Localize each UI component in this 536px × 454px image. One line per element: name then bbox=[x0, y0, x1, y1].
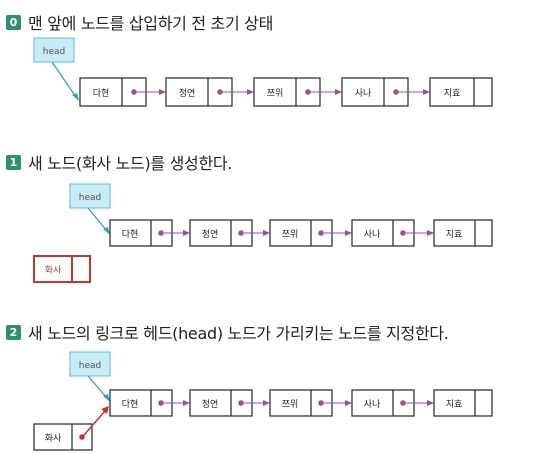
step-1-badge: 1 bbox=[6, 154, 21, 170]
step-0-header: 0 맨 앞에 노드를 삽입하기 전 초기 상태 bbox=[6, 10, 273, 34]
new-node-label: 화사 bbox=[45, 433, 62, 444]
node-0-label: 다현 bbox=[122, 229, 139, 240]
link-1 bbox=[244, 400, 270, 406]
node-0-label: 다현 bbox=[122, 399, 139, 410]
new-node-link bbox=[83, 406, 109, 436]
node-2: 쯔위 bbox=[269, 219, 333, 247]
node-2-label: 쯔위 bbox=[267, 88, 284, 99]
node-1-label: 정연 bbox=[202, 229, 219, 240]
head-pointer: head bbox=[33, 37, 79, 101]
node-4-label: 지효 bbox=[444, 88, 461, 99]
node-3: 사나 bbox=[351, 219, 415, 247]
link-0 bbox=[164, 400, 190, 406]
link-3 bbox=[406, 230, 434, 236]
step-1-header: 1 새 노드(화사 노드)를 생성한다. bbox=[6, 150, 232, 174]
node-0: 다현 bbox=[79, 77, 147, 107]
node-1-label: 정연 bbox=[179, 88, 196, 99]
new-node-label: 화사 bbox=[45, 265, 62, 276]
head-label: head bbox=[43, 47, 65, 57]
link-2 bbox=[324, 400, 352, 406]
step-1-diagram: head 다현 정연 쯔위 사나 bbox=[33, 183, 493, 283]
node-3-label: 사나 bbox=[355, 88, 372, 99]
step-2-header: 2 새 노드의 링크로 헤드(head) 노드가 가리키는 노드를 지정한다. bbox=[6, 320, 449, 344]
head-label: head bbox=[79, 361, 101, 371]
node-4: 지효 bbox=[429, 77, 493, 107]
link-1 bbox=[223, 89, 254, 95]
node-2: 쯔위 bbox=[253, 77, 321, 107]
head-pointer: head bbox=[69, 351, 111, 402]
step-2-title: 새 노드의 링크로 헤드(head) 노드가 가리키는 노드를 지정한다. bbox=[28, 324, 449, 343]
node-1: 정연 bbox=[189, 389, 253, 417]
node-4-label: 지효 bbox=[446, 399, 463, 410]
node-3-label: 사나 bbox=[364, 399, 381, 410]
step-2: 2 새 노드의 링크로 헤드(head) 노드가 가리키는 노드를 지정한다. … bbox=[0, 316, 536, 454]
node-2-label: 쯔위 bbox=[282, 399, 299, 410]
node-1-label: 정연 bbox=[202, 399, 219, 410]
node-4: 지효 bbox=[433, 389, 493, 417]
step-1: 1 새 노드(화사 노드)를 생성한다. head 다현 정연 쯔위 bbox=[0, 146, 536, 296]
node-4: 지효 bbox=[433, 219, 493, 247]
link-0 bbox=[137, 89, 166, 95]
node-3: 사나 bbox=[341, 77, 409, 107]
node-0: 다현 bbox=[109, 219, 173, 247]
step-0-diagram: head 다현 정연 쯔위 사나 bbox=[33, 37, 493, 107]
new-node: 화사 bbox=[33, 423, 93, 451]
step-2-diagram: head 다현 정연 쯔위 사나 bbox=[33, 351, 493, 451]
step-2-badge: 2 bbox=[6, 324, 21, 340]
link-1 bbox=[244, 230, 270, 236]
node-2: 쯔위 bbox=[269, 389, 333, 417]
node-2-label: 쯔위 bbox=[282, 229, 299, 240]
link-3 bbox=[406, 400, 434, 406]
step-1-title: 새 노드(화사 노드)를 생성한다. bbox=[28, 154, 233, 173]
step-0-title: 맨 앞에 노드를 삽입하기 전 초기 상태 bbox=[28, 14, 274, 33]
step-0-badge: 0 bbox=[6, 14, 21, 30]
step-0: 0 맨 앞에 노드를 삽입하기 전 초기 상태 head 다현 정연 bbox=[0, 0, 536, 130]
node-1: 정연 bbox=[189, 219, 253, 247]
node-3-label: 사나 bbox=[364, 229, 381, 240]
link-2 bbox=[311, 89, 342, 95]
node-0-label: 다현 bbox=[93, 88, 110, 99]
head-pointer: head bbox=[69, 183, 111, 235]
link-3 bbox=[399, 89, 430, 95]
link-0 bbox=[164, 230, 190, 236]
head-label: head bbox=[79, 193, 101, 203]
node-0: 다현 bbox=[109, 389, 173, 417]
node-4-label: 지효 bbox=[446, 229, 463, 240]
node-3: 사나 bbox=[351, 389, 415, 417]
node-1: 정연 bbox=[165, 77, 233, 107]
new-node: 화사 bbox=[33, 255, 91, 283]
link-2 bbox=[324, 230, 352, 236]
